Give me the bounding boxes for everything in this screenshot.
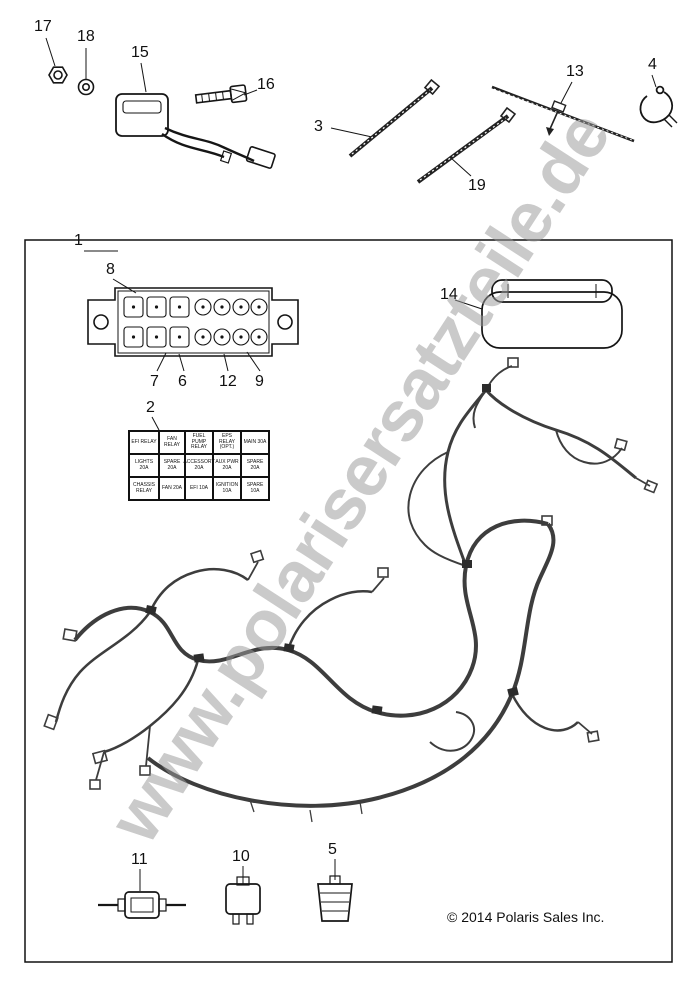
callout-17: 17	[34, 18, 52, 35]
callout-9: 9	[255, 373, 264, 390]
callout-16: 16	[257, 76, 275, 93]
wiring-harness-art	[43, 357, 659, 823]
relay-cell: EFI RELAY	[129, 431, 159, 454]
relay-label-table: EFI RELAY FAN RELAY FUEL PUMP RELAY EPS …	[128, 430, 270, 501]
diagram-border	[24, 239, 673, 963]
connector-plug-part	[225, 876, 261, 925]
relay-cell: SPARE 20A	[159, 454, 185, 477]
relay-cell: EFI 10A	[185, 477, 213, 500]
callout-13: 13	[566, 63, 584, 80]
callout-10: 10	[232, 848, 250, 865]
bolt-part	[194, 84, 248, 104]
cable-tie-part	[348, 78, 441, 158]
callout-11: 11	[131, 851, 148, 868]
copyright-text: © 2014 Polaris Sales Inc.	[447, 909, 605, 925]
callout-4: 4	[648, 56, 657, 73]
relay-cell: MAIN 30A	[241, 431, 269, 454]
fuse-block-part	[87, 287, 299, 357]
callout-19: 19	[468, 177, 486, 194]
relay-cell: IGNITION 10A	[213, 477, 241, 500]
callout-5: 5	[328, 841, 337, 858]
cover-part	[481, 279, 623, 349]
washer-part	[77, 78, 95, 96]
nut-part	[48, 66, 68, 84]
relay-cell: AUX PWR 20A	[213, 454, 241, 477]
relay-cell: SPARE 20A	[241, 454, 269, 477]
relay-cell: ACCESSORY 20A	[183, 454, 215, 477]
relay-cell: FAN 20A	[159, 477, 185, 500]
callout-2: 2	[146, 399, 155, 416]
relay-cell: SPARE 10A	[241, 477, 269, 500]
relay-cell: EPS RELAY (OPT.)	[213, 431, 241, 454]
cable-tie-long-part	[416, 106, 517, 184]
callout-14: 14	[440, 286, 458, 303]
callout-6: 6	[178, 373, 187, 390]
cable-tie-mount-part	[491, 85, 635, 143]
relay-cell: FUEL PUMP RELAY	[185, 431, 213, 454]
callout-8: 8	[106, 261, 115, 278]
relay-cell: LIGHTS 20A	[129, 454, 159, 477]
callout-15: 15	[131, 44, 149, 61]
callout-3: 3	[314, 118, 323, 135]
callout-18: 18	[77, 28, 95, 45]
clamp-part	[639, 85, 678, 128]
callout-7: 7	[150, 373, 159, 390]
relay-cell: FAN RELAY	[159, 431, 185, 454]
relay-module-part	[115, 93, 276, 169]
callout-12: 12	[219, 373, 237, 390]
relay-cell: CHASSIS RELAY	[129, 477, 159, 500]
inline-fuse-part	[98, 891, 186, 919]
callout-1: 1	[74, 232, 83, 249]
sensor-connector-part	[317, 875, 353, 922]
